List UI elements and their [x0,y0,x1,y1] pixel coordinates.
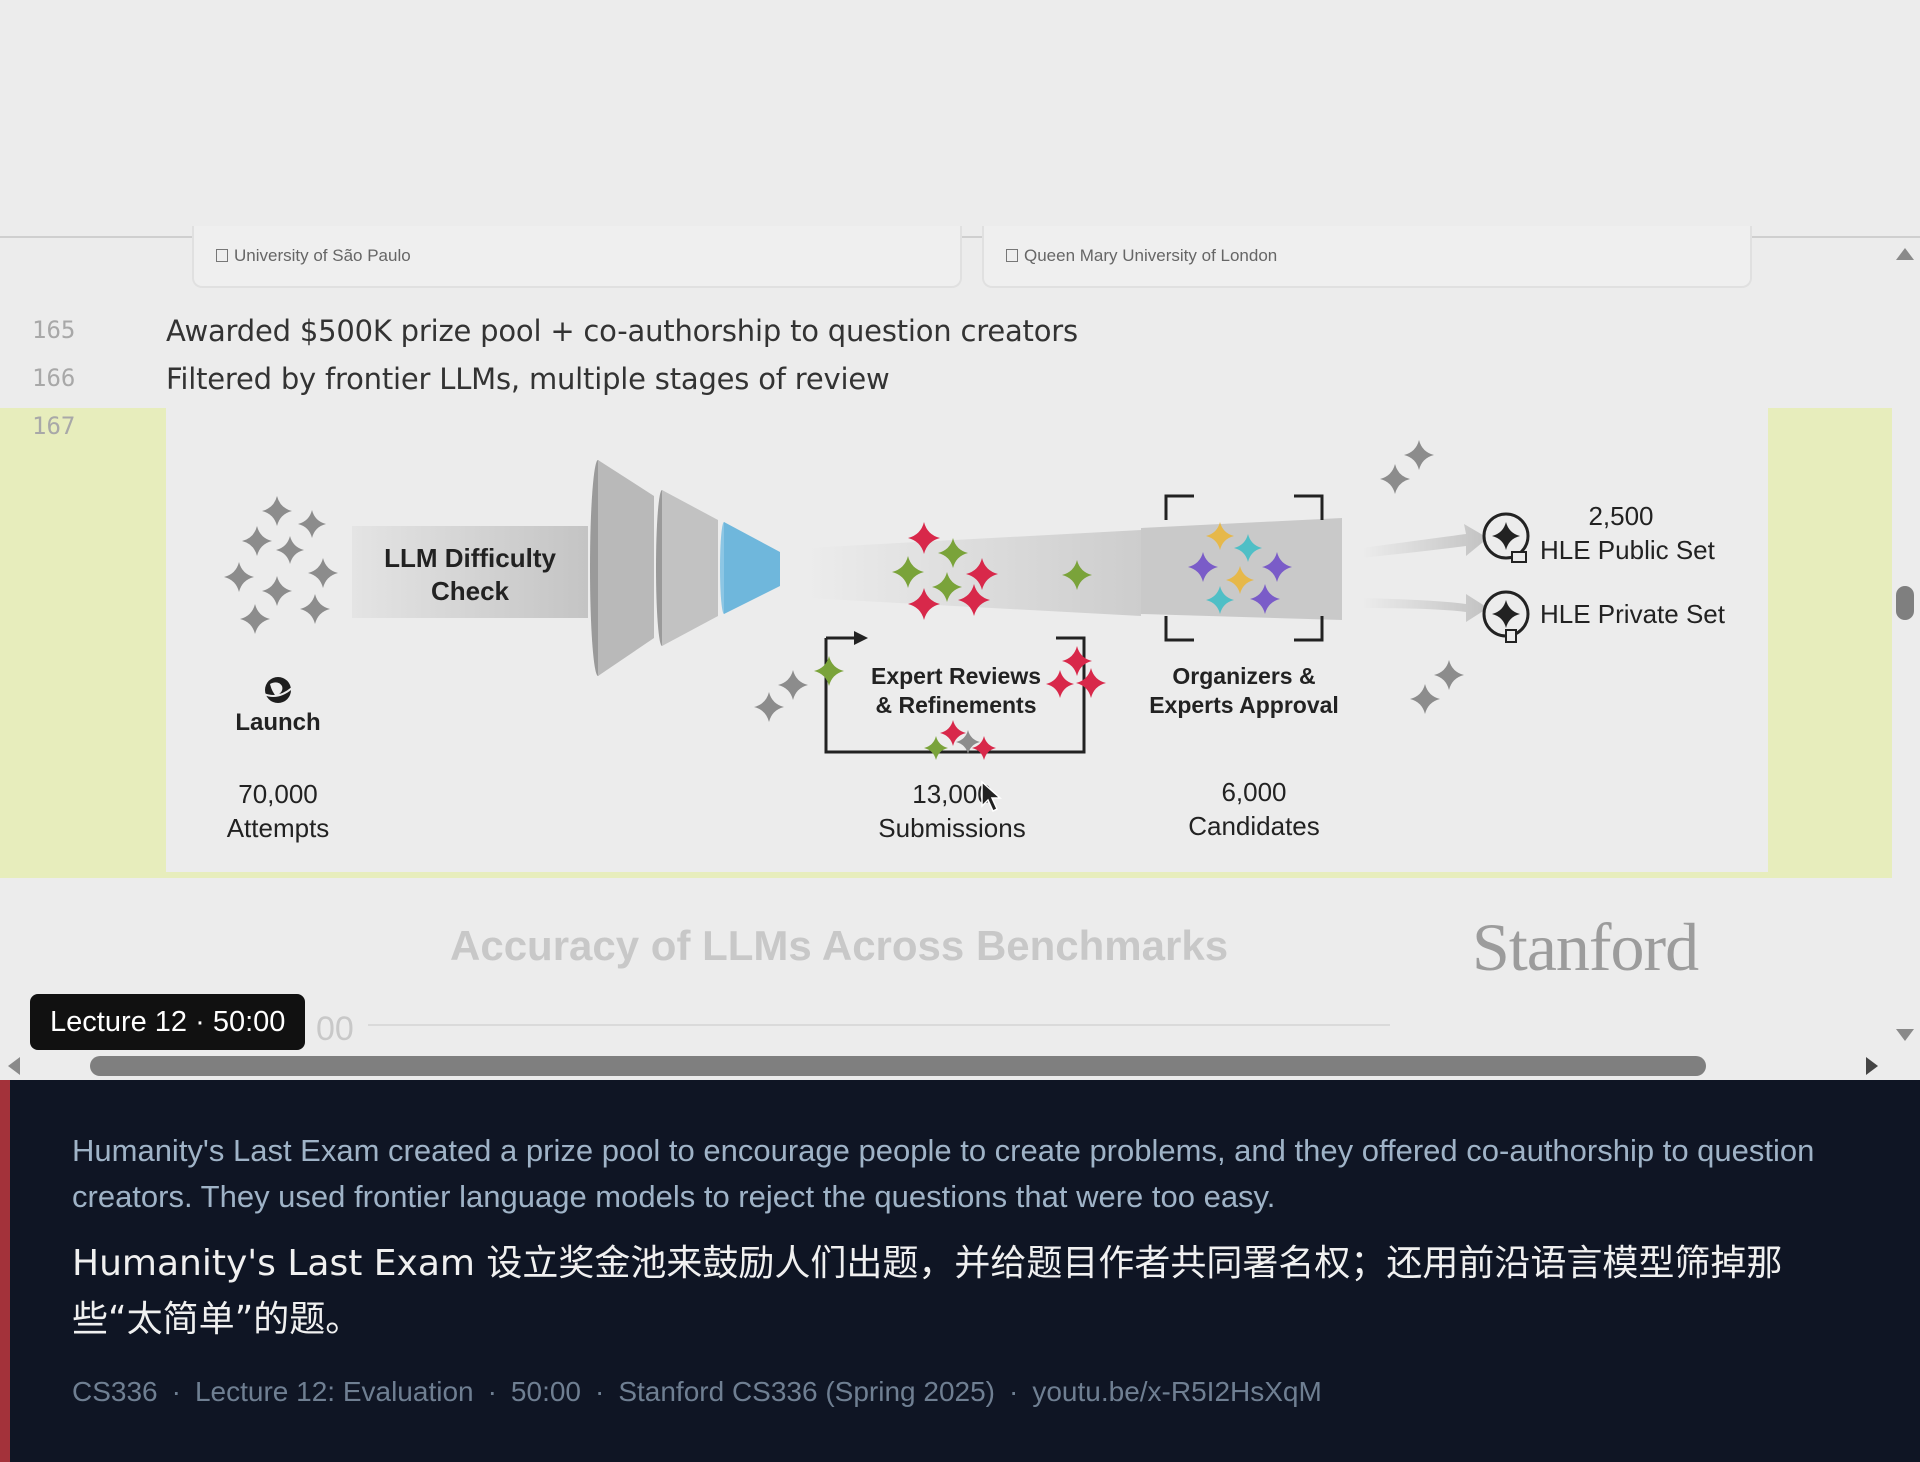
caption-english: Humanity's Last Exam created a prize poo… [72,1133,1815,1214]
candidates-count: 6,000 Candidates [1188,777,1320,841]
stanford-logo: Stanford [1472,909,1699,985]
review-loop [824,636,1086,754]
caption-panel: Humanity's Last Exam created a prize poo… [0,1080,1920,1462]
viewer-top-area [0,0,1920,238]
author-card: University of São Paulo [192,226,962,288]
public-set-count: 2,500 [1588,501,1654,531]
line-number: 166 [32,364,76,392]
video-timestamp: 50:00 [510,1376,581,1407]
source-line: Awarded $500K prize pool + co-authorship… [166,314,1078,348]
arrow-to-public [1362,524,1488,558]
loop-arrowhead [854,631,868,645]
approval-brackets [1164,494,1324,642]
scroll-up-arrow[interactable] [1896,248,1914,260]
pipeline-diagram [224,440,1530,760]
course-source: Stanford CS336 (Spring 2025) [618,1376,996,1407]
globe-icon [263,677,293,703]
horizontal-scrollbar-thumb[interactable] [90,1056,1706,1076]
approval-beam [1141,518,1342,620]
expert-reviews-label: Expert Reviews & Refinements [870,663,1042,718]
building-icon [216,249,228,262]
next-slide-axis-tick: 00 [316,1010,354,1048]
private-set-label: HLE Private Set [1540,599,1725,629]
line-number: 165 [32,316,76,344]
caption-meta: CS336·Lecture 12: Evaluation·50:00·Stanf… [72,1376,1322,1407]
organizers-approval-label: Organizers & Experts Approval [1149,663,1339,718]
attempt-stars [224,496,338,634]
building-icon [1006,249,1018,262]
hle-pipeline-figure: LLM Difficulty Check Launch 70,000 Attem… [166,408,1768,872]
vertical-scrollbar-thumb[interactable] [1896,586,1914,620]
attempts-count: 70,000 Attempts [226,779,330,843]
mouse-cursor-icon [981,780,1002,813]
funnel-stage-1 [598,460,654,676]
course-code: CS336 [72,1376,158,1407]
next-slide-title: Accuracy of LLMs Across Benchmarks [450,922,1229,969]
next-slide-axis-line [368,1024,1390,1026]
timestamp-badge: Lecture 12 · 50:00 [30,994,306,1050]
author-institution: University of São Paulo [216,246,411,266]
scroll-down-arrow[interactable] [1896,1029,1914,1041]
difficulty-beam [352,526,588,618]
line-number: 167 [32,412,76,440]
author-institution: Queen Mary University of London [1006,246,1277,266]
caption-chinese: Humanity's Last Exam 设立奖金池来鼓励人们出题，并给题目作者… [72,1243,1783,1340]
funnel-stage-2 [662,490,718,646]
scroll-left-arrow[interactable] [8,1057,20,1075]
source-line: Filtered by frontier LLMs, multiple stag… [166,362,890,396]
public-set-label: HLE Public Set [1540,535,1715,565]
difficulty-check-label: LLM Difficulty Check [384,543,556,606]
slide-viewer: University of São Paulo Queen Mary Unive… [0,0,1920,1076]
arrow-to-private [1362,594,1488,622]
public-set-icon [1482,512,1530,563]
funnel-stage-3 [724,522,780,614]
lecture-title: Lecture 12: Evaluation [194,1376,474,1407]
author-card: Queen Mary University of London [982,226,1752,288]
scroll-right-arrow[interactable] [1866,1057,1878,1075]
launch-label: Launch [235,709,321,736]
video-link[interactable]: youtu.be/x-R5I2HsXqM [1032,1376,1322,1407]
submissions-count: 13,000 Submissions [878,779,1026,843]
private-set-icon [1482,590,1530,643]
caption-accent-bar [0,1080,10,1462]
